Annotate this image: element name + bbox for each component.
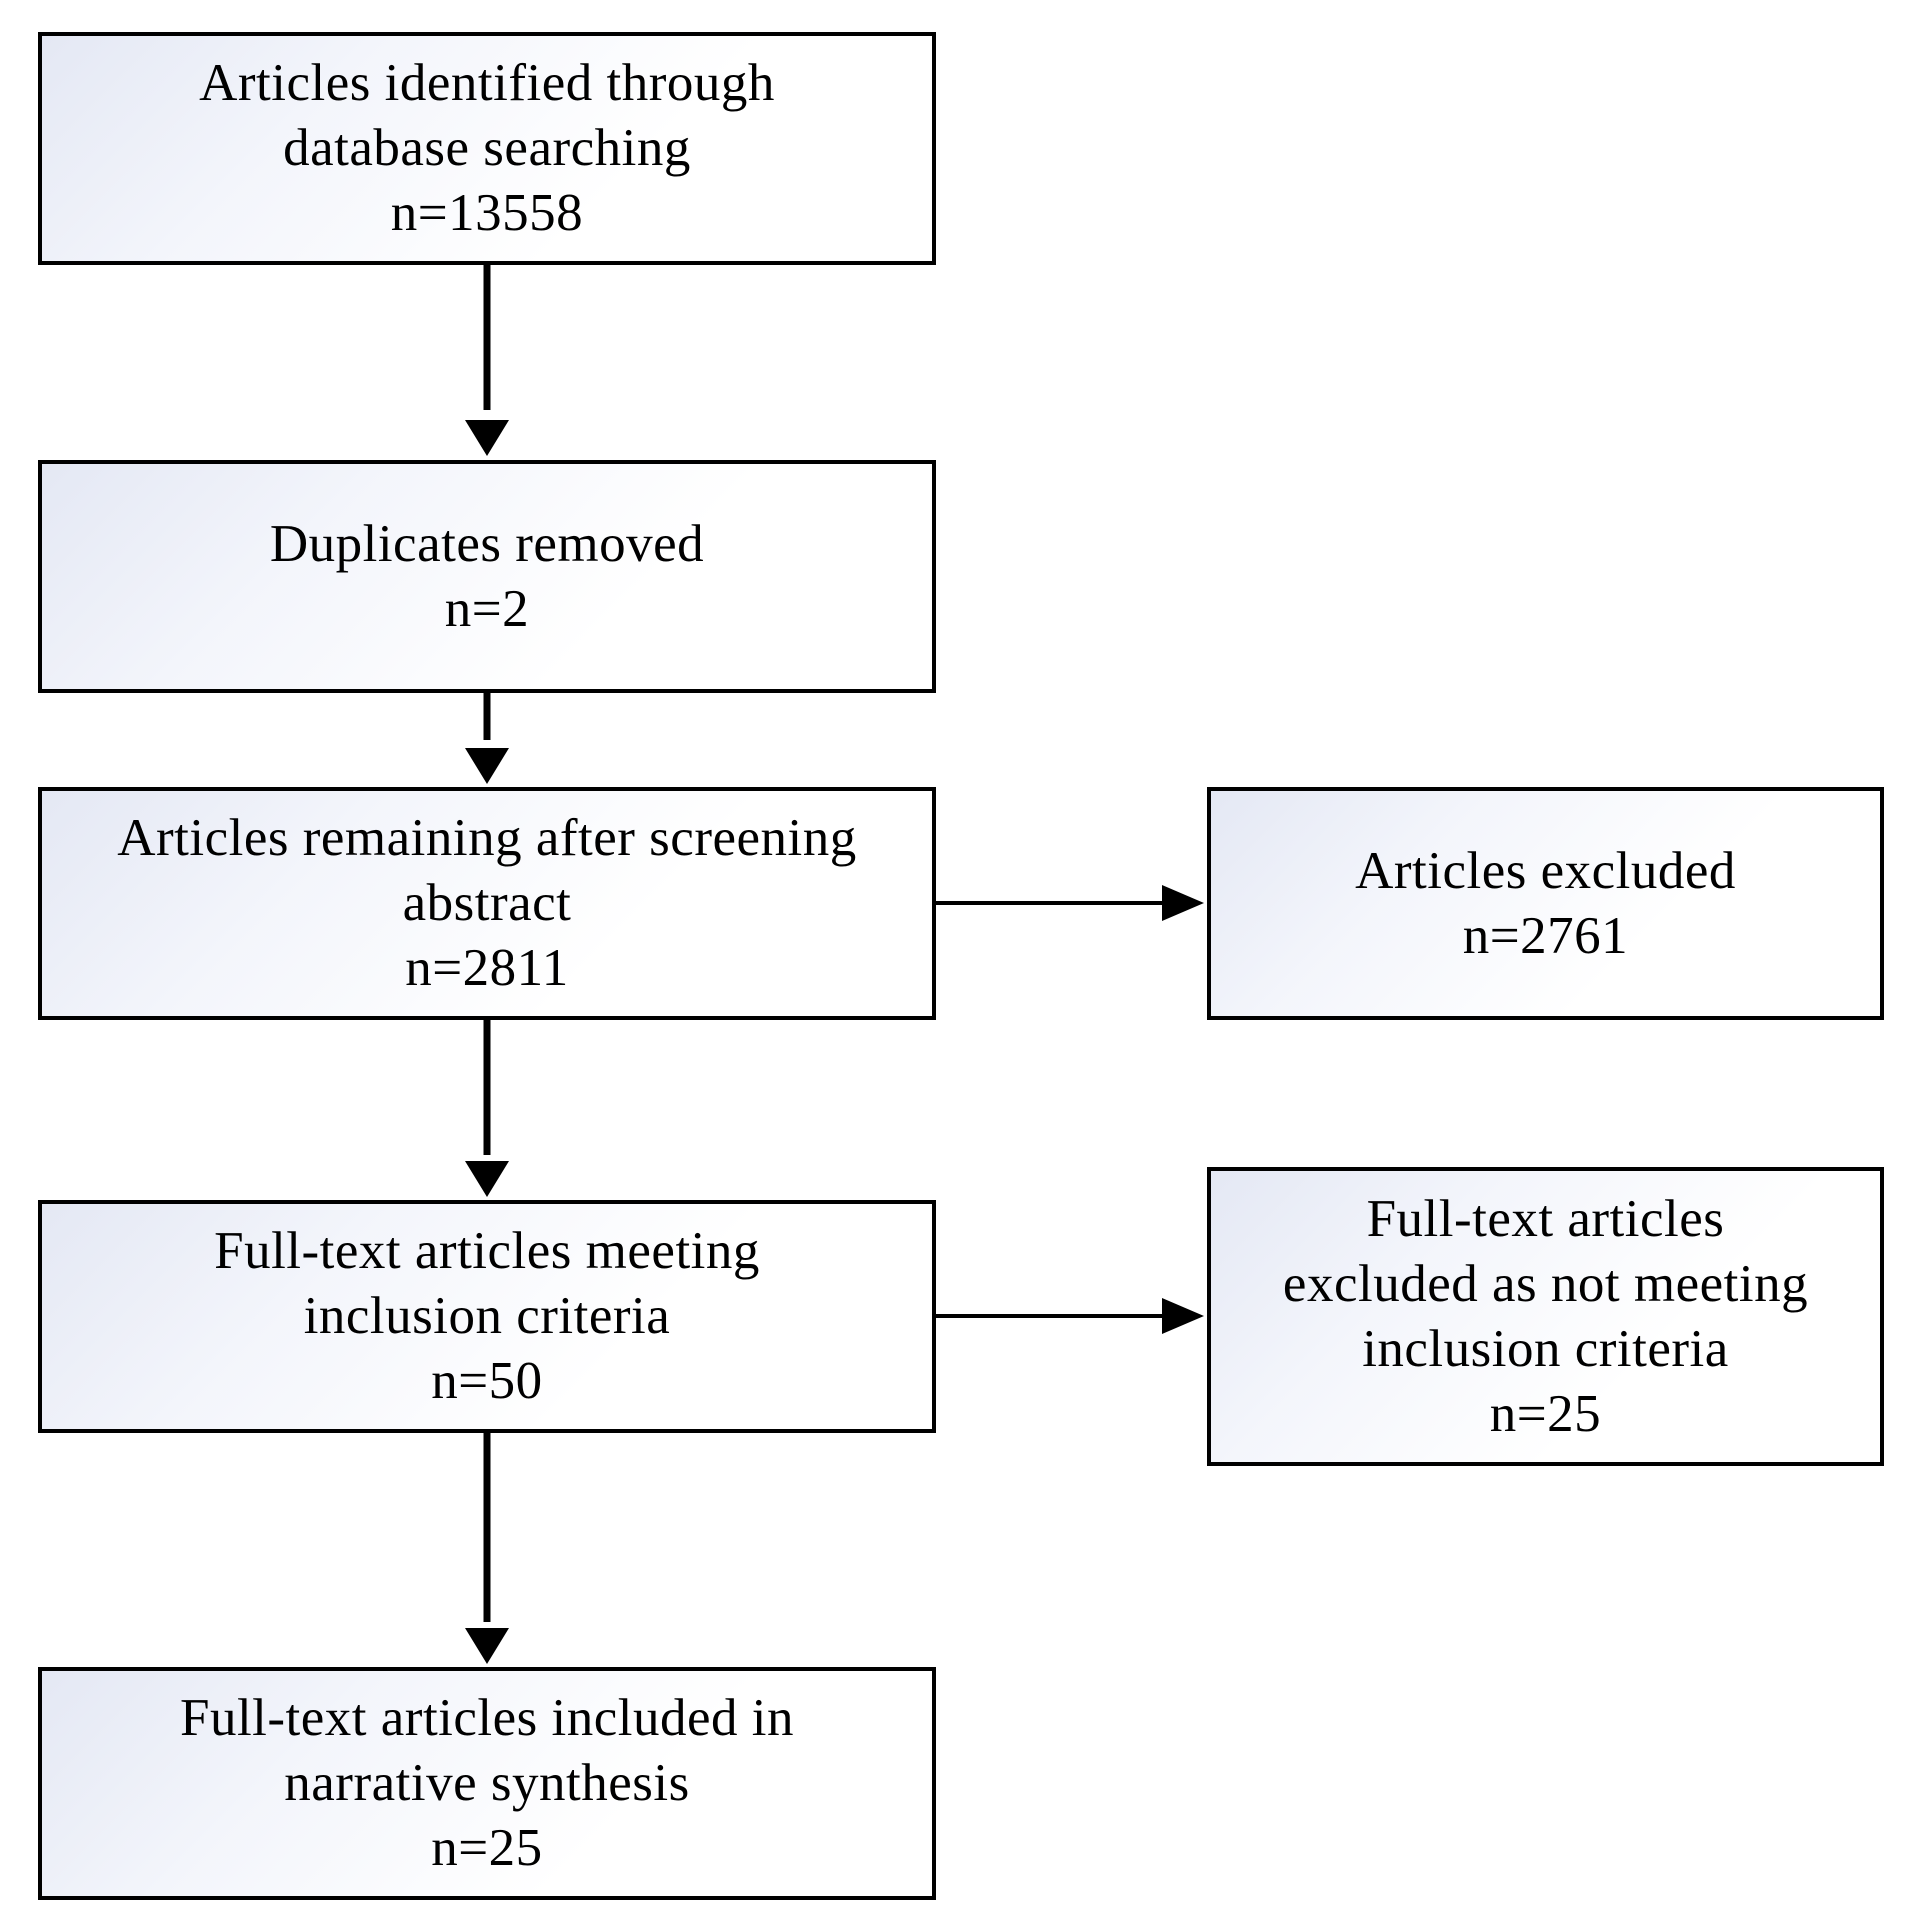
node-fulltext-meeting-line-1: Full-text articles meeting: [214, 1222, 760, 1280]
node-fulltext-included-line-1: Full-text articles included in: [179, 1689, 795, 1747]
node-articles-remaining-line-2: abstract: [402, 874, 572, 932]
arrowhead-duplicates-to-screened: [465, 748, 509, 784]
node-articles-excluded-line-1: Articles excluded: [1355, 841, 1736, 900]
node-articles-identified-line-2: database searching: [283, 119, 691, 177]
node-articles-identified-count: n=13558: [390, 184, 584, 242]
arrowhead-fulltext-to-included: [465, 1628, 509, 1664]
node-duplicates-removed-count: n=2: [444, 579, 530, 638]
arrowhead-fulltext-to-fulltext-excluded: [1162, 1298, 1204, 1334]
node-articles-remaining-count: n=2811: [405, 939, 569, 997]
node-articles-identified-line-1: Articles identified through: [199, 54, 775, 112]
node-duplicates-removed: Duplicates removed n=2: [38, 460, 936, 693]
node-articles-excluded-count: n=2761: [1462, 906, 1629, 965]
arrowhead-identified-to-duplicates: [465, 420, 509, 456]
node-fulltext-excluded-line-1: Full-text articles: [1366, 1189, 1725, 1248]
node-articles-remaining: Articles remaining after screening abstr…: [38, 787, 936, 1020]
node-articles-excluded: Articles excluded n=2761: [1207, 787, 1884, 1020]
node-fulltext-excluded-count: n=25: [1489, 1384, 1602, 1443]
node-fulltext-excluded-line-3: inclusion criteria: [1362, 1319, 1729, 1378]
node-articles-identified: Articles identified through database sea…: [38, 32, 936, 265]
node-articles-remaining-line-1: Articles remaining after screening: [117, 809, 857, 867]
node-duplicates-removed-line-1: Duplicates removed: [269, 514, 705, 573]
node-fulltext-included-line-2: narrative synthesis: [284, 1754, 690, 1812]
node-fulltext-excluded: Full-text articles excluded as not meeti…: [1207, 1167, 1884, 1466]
arrowhead-screened-to-fulltext: [465, 1161, 509, 1197]
node-fulltext-meeting-line-2: inclusion criteria: [303, 1287, 671, 1345]
node-fulltext-included: Full-text articles included in narrative…: [38, 1667, 936, 1900]
node-fulltext-excluded-line-2: excluded as not meeting: [1282, 1254, 1809, 1313]
node-fulltext-included-count: n=25: [431, 1819, 543, 1877]
node-fulltext-meeting-count: n=50: [431, 1352, 543, 1410]
arrowhead-screened-to-excluded: [1162, 885, 1204, 921]
node-fulltext-meeting: Full-text articles meeting inclusion cri…: [38, 1200, 936, 1433]
